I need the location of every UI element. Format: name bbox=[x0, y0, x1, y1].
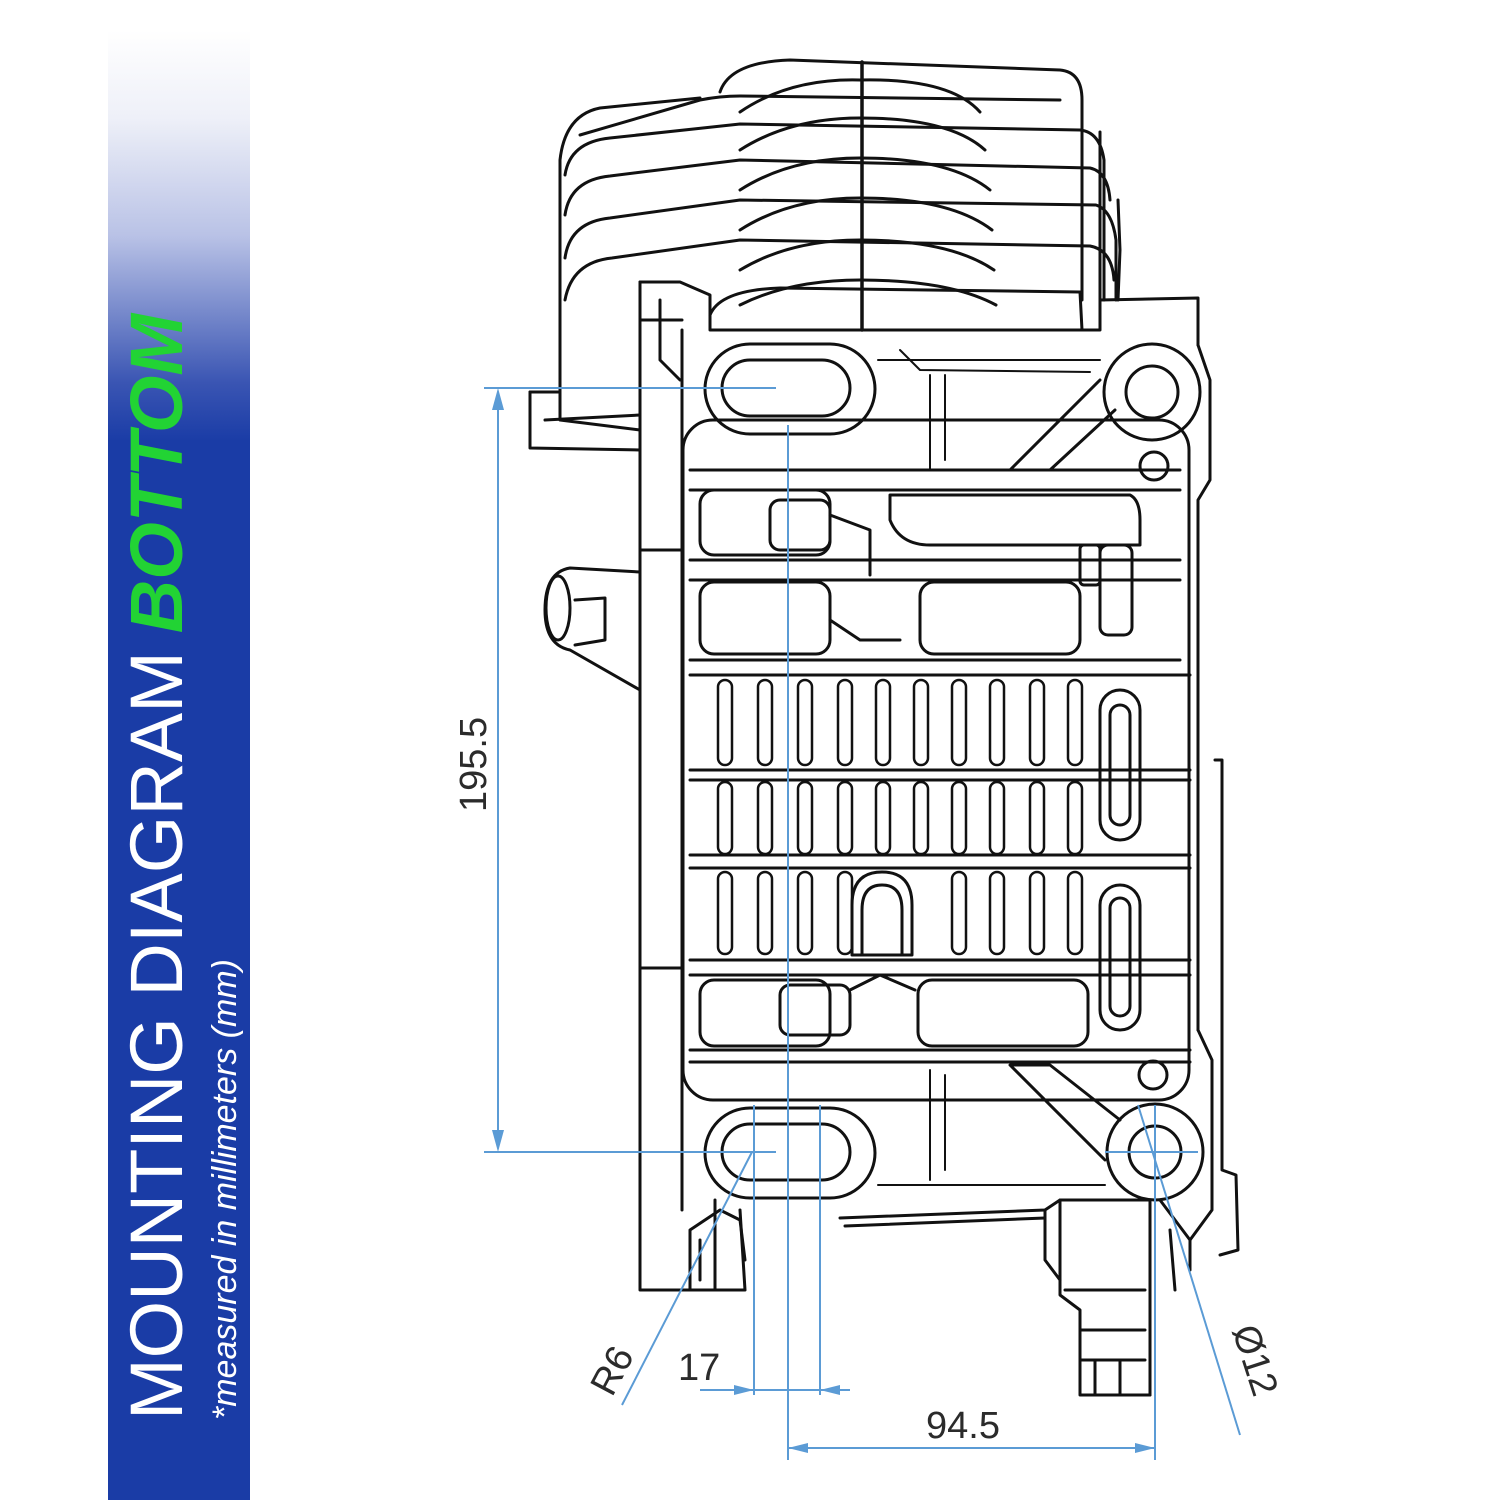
label-dia12: Ø12 bbox=[1223, 1320, 1285, 1401]
label-94-5: 94.5 bbox=[926, 1405, 1000, 1447]
label-r6: R6 bbox=[583, 1340, 643, 1403]
side-slots bbox=[1098, 688, 1142, 1032]
intake-flange bbox=[528, 378, 642, 452]
frame-ribs bbox=[877, 349, 1106, 1186]
lower-pockets bbox=[698, 973, 1090, 1048]
side-boss bbox=[543, 566, 642, 722]
cooling-slots bbox=[716, 678, 1084, 956]
inner-frame bbox=[681, 418, 1192, 1102]
upper-pockets bbox=[698, 488, 1142, 656]
label-195-5: 195.5 bbox=[453, 717, 495, 812]
dimension-lines bbox=[484, 387, 1241, 1460]
label-17: 17 bbox=[678, 1347, 720, 1389]
cylinder-fins bbox=[558, 58, 1122, 382]
leader-r6 bbox=[621, 1151, 753, 1406]
arrowheads bbox=[492, 388, 1155, 1453]
leader-dia12 bbox=[1137, 1104, 1241, 1436]
mount-bottom-right bbox=[1008, 1059, 1205, 1202]
drain-pocket bbox=[850, 870, 914, 957]
mount-top-right bbox=[1008, 342, 1202, 482]
title-band bbox=[108, 30, 250, 1500]
dimension-labels: 195.5 17 94.5 R6 Ø12 bbox=[453, 717, 1286, 1447]
output-housing bbox=[688, 1198, 1192, 1397]
